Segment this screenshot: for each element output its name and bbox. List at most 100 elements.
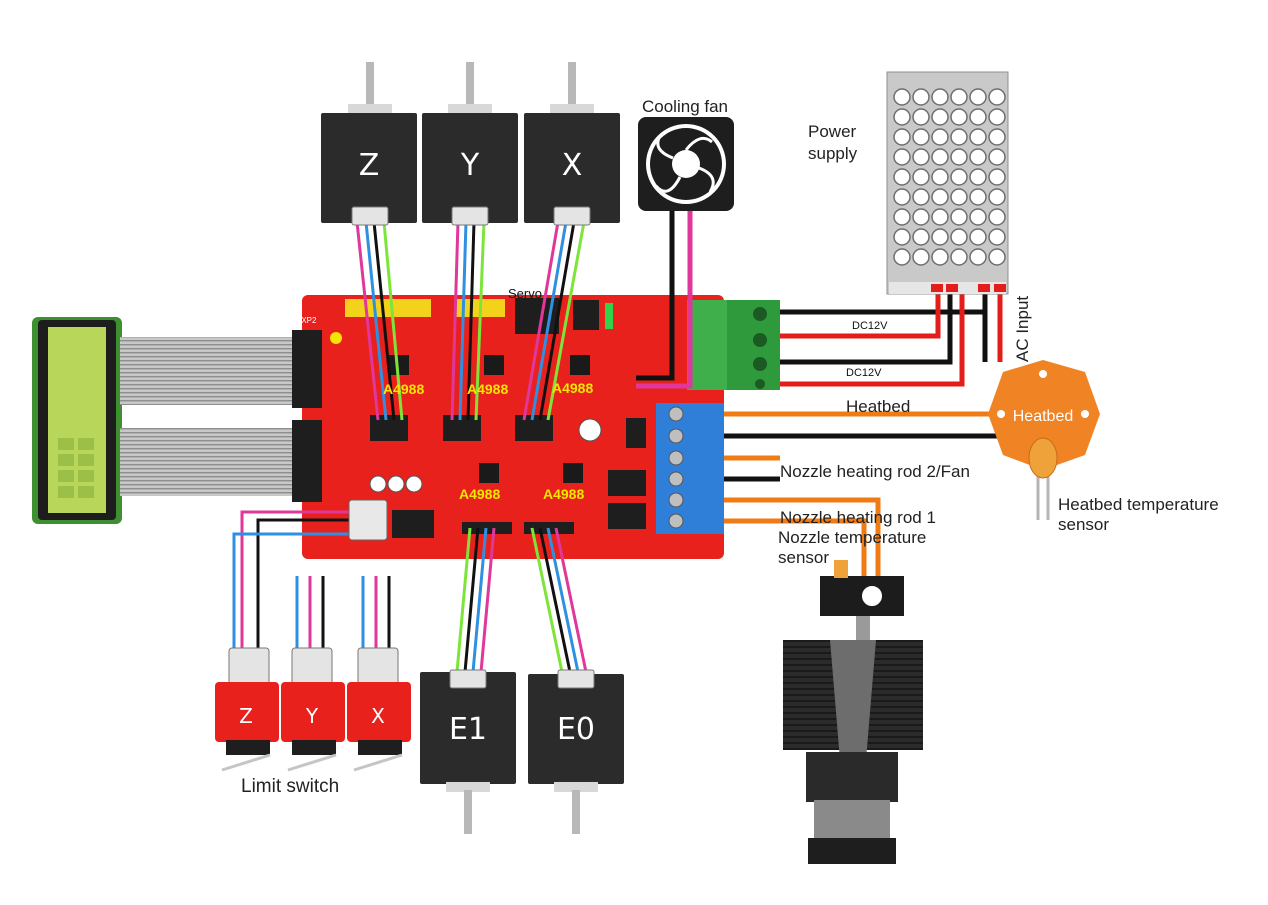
vent-hole (988, 248, 1006, 266)
vent-hole (893, 228, 911, 246)
driver-label-e1: A4988 (459, 486, 501, 502)
limit-switch-x (347, 647, 411, 772)
cooling-fan (638, 117, 734, 211)
vent-hole (893, 248, 911, 266)
vent-hole (950, 168, 968, 186)
heatbed-component-label: Heatbed (1012, 408, 1074, 425)
power-supply-vents (893, 88, 1006, 266)
vent-hole (988, 168, 1006, 186)
vent-hole (893, 188, 911, 206)
limit-switch-label-x: X (371, 704, 385, 728)
motor-label-e0: E0 (556, 712, 596, 747)
limit-switch-label-z: Z (239, 704, 253, 728)
heatbed-temp-label-line1: Heatbed temperature (1058, 495, 1219, 514)
exp2-label: EXP2 (296, 316, 317, 325)
vent-hole (912, 148, 930, 166)
vent-hole (988, 188, 1006, 206)
power-terminal-block (687, 300, 780, 390)
vent-hole (988, 208, 1006, 226)
vent-hole (988, 228, 1006, 246)
hotend (783, 560, 923, 864)
limit-switch-wires (232, 510, 391, 648)
lcd-character-blocks (58, 438, 94, 498)
vent-hole (950, 188, 968, 206)
servo-label: Servo (508, 286, 542, 301)
cooling-fan-label: Cooling fan (642, 97, 729, 116)
vent-hole (969, 208, 987, 226)
vent-hole (931, 128, 949, 146)
motor-x-top (524, 62, 620, 226)
vent-hole (931, 168, 949, 186)
power-wires (780, 288, 1003, 387)
driver-label-e0: A4988 (543, 486, 585, 502)
motor-label-e1: E1 (448, 712, 488, 747)
vent-hole (950, 148, 968, 166)
vent-hole (931, 228, 949, 246)
vent-hole (893, 208, 911, 226)
nozzle-temp-label-line2: sensor (778, 548, 830, 567)
ac-input-label: AC Input (1013, 295, 1032, 362)
limit-switch-label: Limit switch (241, 776, 340, 797)
power-supply-label-line2: supply (808, 144, 858, 163)
vent-hole (912, 208, 930, 226)
vent-hole (893, 88, 911, 106)
vent-hole (969, 228, 987, 246)
power-supply (886, 71, 1009, 295)
vent-hole (893, 148, 911, 166)
vent-hole (931, 108, 949, 126)
vent-hole (893, 108, 911, 126)
vent-hole (912, 228, 930, 246)
motor-e1 (420, 669, 516, 834)
heatbed-wires (724, 411, 1000, 439)
driver-label-y: A4988 (467, 381, 509, 397)
endstop-connector (348, 499, 388, 541)
nozzle-rod2-fan-label: Nozzle heating rod 2/Fan (780, 462, 970, 481)
nozzle-rod1-label: Nozzle heating rod 1 (780, 508, 936, 527)
vent-hole (931, 188, 949, 206)
driver-label-z: A4988 (383, 381, 425, 397)
vent-hole (988, 148, 1006, 166)
vent-hole (969, 148, 987, 166)
vent-hole (912, 88, 930, 106)
vent-hole (912, 188, 930, 206)
vent-hole (931, 208, 949, 226)
vent-hole (931, 148, 949, 166)
vent-hole (950, 128, 968, 146)
motor-wires-bottom (455, 527, 588, 673)
limit-switch-z (215, 647, 279, 772)
vent-hole (950, 108, 968, 126)
output-terminal-block (656, 403, 724, 534)
vent-hole (950, 228, 968, 246)
vent-hole (988, 108, 1006, 126)
vent-hole (912, 108, 930, 126)
motor-z-top (321, 62, 417, 226)
vent-hole (893, 128, 911, 146)
vent-hole (912, 168, 930, 186)
limit-switch-y (281, 647, 345, 772)
motor-y-top (422, 62, 518, 226)
lcd-display (32, 317, 122, 524)
motor-label-x: X (561, 148, 583, 183)
heatbed-temp-label-line2: sensor (1058, 515, 1110, 534)
vent-hole (950, 88, 968, 106)
power-supply-label-line1: Power (808, 122, 857, 141)
motor-e0 (528, 669, 624, 834)
vent-hole (988, 128, 1006, 146)
vent-hole (988, 88, 1006, 106)
vent-hole (931, 248, 949, 266)
nozzle-wires (724, 455, 881, 598)
motor-wires-top (355, 221, 586, 421)
vent-hole (969, 168, 987, 186)
motor-label-z: Z (358, 148, 380, 183)
vent-hole (969, 128, 987, 146)
vent-hole (893, 168, 911, 186)
vent-hole (969, 88, 987, 106)
dc12v-label-top: DC12V (852, 320, 888, 332)
vent-hole (912, 128, 930, 146)
heatbed (988, 360, 1100, 520)
ribbon-cable-exp1 (120, 337, 300, 405)
vent-hole (912, 248, 930, 266)
vent-hole (969, 188, 987, 206)
vent-hole (931, 88, 949, 106)
